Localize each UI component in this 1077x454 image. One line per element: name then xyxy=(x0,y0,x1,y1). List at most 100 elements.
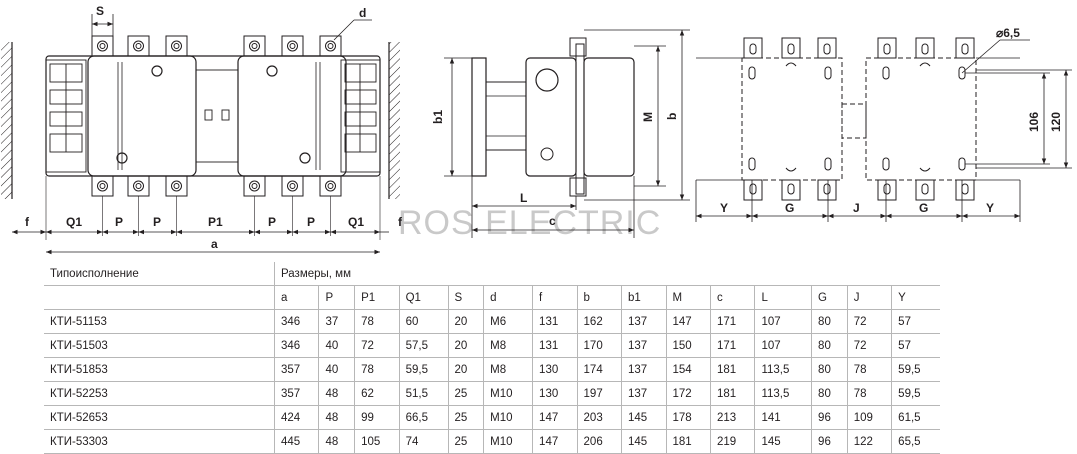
label-g-right: G xyxy=(919,201,928,215)
value-cell: 37 xyxy=(318,309,355,334)
value-cell: 80 xyxy=(811,357,848,382)
left-side-block xyxy=(45,59,87,173)
side-mount-plate xyxy=(471,57,487,177)
watermark: ROS ELECTRIC xyxy=(398,204,661,242)
value-cell: 48 xyxy=(318,429,355,454)
label-b: b xyxy=(665,113,679,120)
value-cell: 181 xyxy=(665,429,711,454)
value-cell: 137 xyxy=(621,333,666,358)
center-coupling xyxy=(195,69,239,163)
right-module xyxy=(237,55,347,177)
label-j: J xyxy=(853,201,860,215)
label-hole-diameter: ⌀6,5 xyxy=(996,26,1020,40)
value-cell: 72 xyxy=(846,333,892,358)
dim-d-leader xyxy=(333,19,372,41)
value-cell: 181 xyxy=(709,357,755,382)
model-cell: КТИ-51503 xyxy=(50,339,108,352)
value-cell: 78 xyxy=(354,309,400,334)
value-cell: 59,5 xyxy=(891,381,940,406)
value-cell: 48 xyxy=(318,381,355,406)
mount-tabs-top xyxy=(743,37,975,59)
value-cell: 59,5 xyxy=(891,357,940,382)
value-cell: M10 xyxy=(483,405,533,430)
dimensions-group-header: Размеры, мм xyxy=(274,262,940,286)
model-cell: КТИ-51853 xyxy=(50,363,108,376)
table-columns-row: a P P1 Q1 S d f b b1 M c L G J Y xyxy=(44,285,940,310)
mounting-slots xyxy=(748,62,966,172)
left-wall xyxy=(1,42,13,199)
value-cell: 150 xyxy=(665,333,711,358)
bottom-terminals xyxy=(91,175,342,197)
front-extension-lines xyxy=(45,176,381,240)
label-p-1: P xyxy=(115,215,123,229)
value-cell: 78 xyxy=(846,381,892,406)
value-cell: 57 xyxy=(891,309,940,334)
label-p-3: P xyxy=(268,215,276,229)
value-cell: 131 xyxy=(532,333,578,358)
label-m: M xyxy=(641,112,655,122)
value-cell: 25 xyxy=(447,429,484,454)
value-cell: 131 xyxy=(532,309,578,334)
value-cell: 197 xyxy=(576,381,622,406)
mount-tabs-bottom xyxy=(743,179,975,201)
value-cell: M6 xyxy=(483,309,533,334)
value-cell: 174 xyxy=(576,357,622,382)
value-cell: 96 xyxy=(811,405,848,430)
mounting-view xyxy=(695,37,1072,222)
value-cell: 80 xyxy=(811,381,848,406)
value-cell: M10 xyxy=(483,381,533,406)
value-cell: 346 xyxy=(273,309,319,334)
label-b1: b1 xyxy=(431,110,445,124)
label-g-left: G xyxy=(785,201,794,215)
value-cell: 147 xyxy=(665,309,711,334)
model-cell: КТИ-52253 xyxy=(50,387,108,400)
value-cell: 25 xyxy=(447,405,484,430)
value-cell: 109 xyxy=(846,405,892,430)
value-cell: 122 xyxy=(846,429,892,454)
value-cell: 147 xyxy=(532,429,578,454)
value-cell: 171 xyxy=(709,309,755,334)
dimension-drawing: ROS ELECTRIC xyxy=(1,4,1072,255)
value-cell: 147 xyxy=(532,405,578,430)
value-cell: 107 xyxy=(754,333,812,358)
value-cell: 178 xyxy=(665,405,711,430)
value-cell: 72 xyxy=(354,333,400,358)
table-header-row: Типоисполнение Размеры, мм xyxy=(44,262,940,286)
mount-horizontal-dimensions xyxy=(695,180,1021,222)
label-p1: P1 xyxy=(208,215,223,229)
value-cell: 181 xyxy=(709,381,755,406)
value-cell: 213 xyxy=(709,405,755,430)
value-cell: 20 xyxy=(447,333,484,358)
right-wall xyxy=(388,42,400,199)
value-cell: 40 xyxy=(318,357,355,382)
value-cell: 357 xyxy=(273,357,319,382)
column-header: P1 xyxy=(354,285,400,310)
label-s: S xyxy=(96,4,104,18)
column-header: M xyxy=(665,285,711,310)
value-cell: M10 xyxy=(483,429,533,454)
table-corner-cell xyxy=(44,286,275,310)
side-dimensions xyxy=(444,29,690,238)
value-cell: 61,5 xyxy=(891,405,940,430)
value-cell: 96 xyxy=(811,429,848,454)
side-top-terminal xyxy=(569,37,587,57)
hole-leader xyxy=(961,39,1030,74)
type-header: Типоисполнение xyxy=(50,267,139,280)
right-side-block xyxy=(340,59,381,173)
value-cell: 141 xyxy=(754,405,812,430)
label-f-right: f xyxy=(398,215,403,229)
value-cell: 107 xyxy=(754,309,812,334)
value-cell: 113,5 xyxy=(754,357,812,382)
value-cell: M8 xyxy=(483,333,533,358)
column-header: J xyxy=(846,285,892,310)
label-f-left: f xyxy=(25,215,30,229)
value-cell: 219 xyxy=(709,429,755,454)
value-cell: 62 xyxy=(354,381,400,406)
value-cell: 130 xyxy=(532,357,578,382)
value-cell: 66,5 xyxy=(398,405,449,430)
value-cell: 137 xyxy=(621,309,666,334)
value-cell: 206 xyxy=(576,429,622,454)
value-cell: 78 xyxy=(846,357,892,382)
